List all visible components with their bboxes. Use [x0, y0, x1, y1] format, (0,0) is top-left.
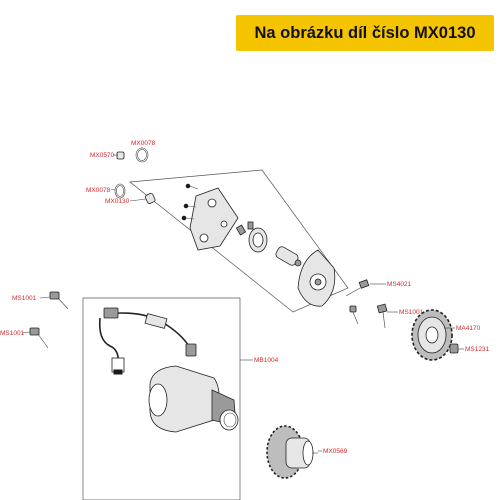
upper-assembly-frame — [129, 169, 349, 313]
bolt-ms1001-left-bottom — [29, 327, 49, 349]
bolt-ms1001-left-top — [49, 291, 69, 310]
starter-drive-mx0569 — [266, 425, 318, 479]
bolt-ms1001-right — [376, 303, 388, 329]
label-mx0570: MX0570 — [90, 152, 115, 159]
bracket-plate — [181, 183, 239, 251]
label-mx0130: MX0130 — [105, 198, 130, 205]
bush-mx0130 — [144, 192, 156, 204]
label-mb1004: MB1004 — [254, 357, 279, 364]
brush-holder-ring — [235, 221, 268, 253]
label-mx0078-left: MX0078 — [86, 187, 111, 194]
screw-cover — [349, 305, 359, 325]
starter-motor-mb1004 — [148, 365, 239, 433]
label-mx0569: MX0569 — [323, 448, 348, 455]
lower-assembly-frame — [82, 297, 241, 500]
bolt-ms4021 — [345, 279, 370, 297]
end-cover — [297, 249, 336, 307]
leader-lines — [21, 147, 464, 452]
wire-harness — [98, 307, 197, 375]
label-ms4021: MS4021 — [387, 281, 412, 288]
nut-ms1231 — [449, 343, 459, 354]
part-number-banner: Na obrázku díl číslo MX0130 — [236, 15, 494, 51]
label-ms1231: MS1231 — [465, 346, 490, 353]
label-ms1001-left-bottom: MS1001 — [0, 330, 25, 337]
oring-mx0078-top — [135, 147, 149, 163]
armature-shaft — [275, 246, 302, 267]
banner-text: Na obrázku díl číslo MX0130 — [254, 23, 476, 42]
label-ms1001-left-top: MS1001 — [12, 295, 37, 302]
cap-mx0570 — [116, 151, 125, 160]
label-mx0078-top: MX0078 — [131, 140, 156, 147]
oring-mx0078-left — [114, 183, 126, 199]
label-ms1001-right: MS1001 — [399, 309, 424, 316]
sprocket-ma4170 — [411, 309, 453, 361]
label-ma4170: MA4170 — [456, 325, 481, 332]
